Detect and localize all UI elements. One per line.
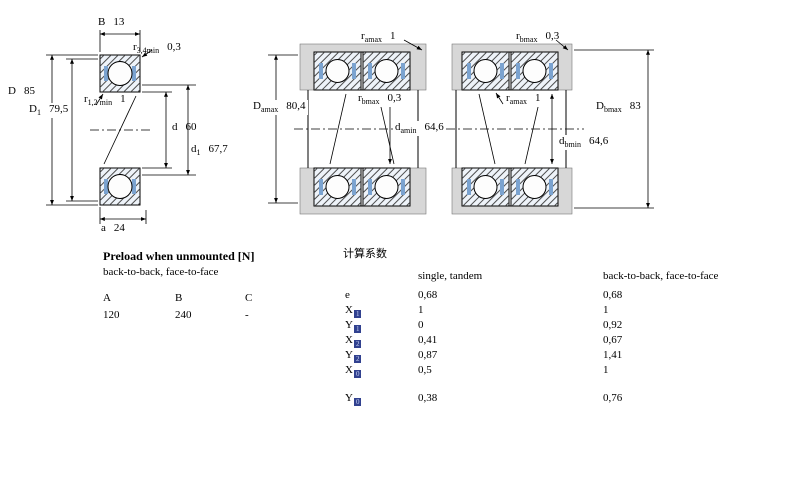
preload-value-B: 240 xyxy=(175,309,192,321)
factor-value: 1 xyxy=(603,364,609,376)
contact-angle-line xyxy=(103,95,137,165)
contact-angle-line xyxy=(478,93,496,165)
seal-blue xyxy=(104,66,108,81)
factor-value: 0,5 xyxy=(418,364,432,376)
bearing-ball xyxy=(107,61,133,86)
factor-value: 0,87 xyxy=(418,349,438,361)
contact-angle-line xyxy=(329,93,347,165)
preload-header-A: A xyxy=(103,292,111,304)
bearing-section xyxy=(461,51,510,91)
figure-face-to-face xyxy=(446,39,654,215)
factor-value: 0,67 xyxy=(603,334,623,346)
bearing-section xyxy=(461,167,510,207)
factor-value: 0,92 xyxy=(603,319,623,331)
factor-value: 0,38 xyxy=(418,392,438,404)
factors-col-back-to-back: back-to-back, face-to-face xyxy=(603,270,719,282)
preload-value-A: 120 xyxy=(103,309,120,321)
factor-value: 0,68 xyxy=(603,289,623,301)
preload-header-B: B xyxy=(175,292,183,304)
bearing-section xyxy=(362,167,411,207)
bearing-section xyxy=(510,167,559,207)
factor-row-label: e xyxy=(345,289,350,301)
factor-value: 1 xyxy=(418,304,424,316)
factor-value: 1 xyxy=(603,304,609,316)
bearing-section xyxy=(313,167,362,207)
factors-col-single-tandem: single, tandem xyxy=(418,270,483,282)
seal-blue xyxy=(104,179,108,194)
factor-value: 0,76 xyxy=(603,392,623,404)
preload-title: Preload when unmounted [N] xyxy=(103,249,255,263)
factor-value: 0 xyxy=(418,319,424,331)
factor-value: 1,41 xyxy=(603,349,623,361)
factor-value: 0,41 xyxy=(418,334,438,346)
factor-value: 0,68 xyxy=(418,289,438,301)
preload-header-C: C xyxy=(245,292,253,304)
figure-bearing-cross-section xyxy=(46,30,196,224)
factors-title: 计算系数 xyxy=(343,248,387,260)
bearing-section xyxy=(313,51,362,91)
seal-blue xyxy=(132,179,136,194)
seal-blue xyxy=(132,66,136,81)
bearing-section xyxy=(510,51,559,91)
bearing-section xyxy=(362,51,411,91)
bearing-ball xyxy=(107,174,133,199)
figure-back-to-back xyxy=(268,39,432,215)
preload-value-C: - xyxy=(245,309,249,321)
preload-subtitle: back-to-back, face-to-face xyxy=(103,266,219,278)
